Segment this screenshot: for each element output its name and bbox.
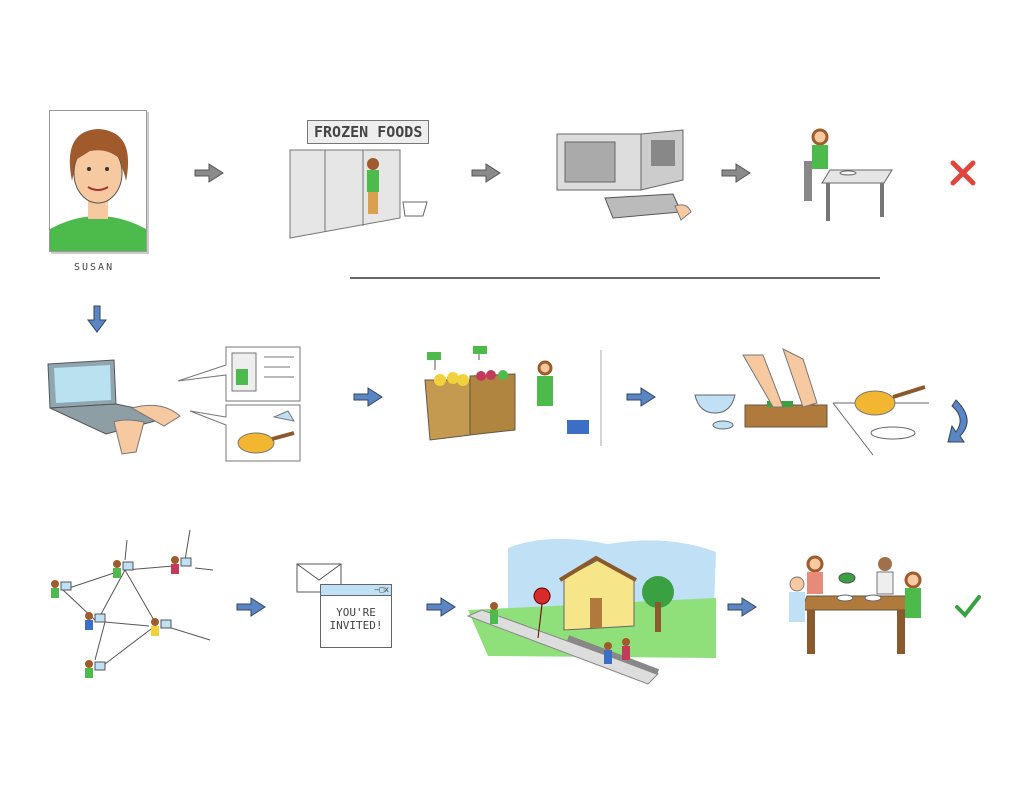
gray-arrow-icon	[471, 163, 501, 183]
social-network-scene	[51, 529, 214, 678]
x-mark-icon	[950, 160, 976, 186]
blue-arrow-icon	[626, 387, 656, 407]
frozen-foods-sign: FROZEN FOODS	[307, 120, 430, 144]
window-controls: –□x	[321, 585, 391, 596]
invite-text-line2: INVITED!	[329, 619, 383, 632]
dinner-party-scene	[789, 555, 922, 654]
susan-illustration	[50, 129, 146, 251]
invite-window: –□x YOU'RE INVITED!	[320, 584, 392, 648]
recipe-search-panels	[177, 346, 301, 462]
check-mark-icon	[955, 595, 981, 619]
network-people	[51, 556, 192, 678]
invitation-scene: –□x YOU'RE INVITED!	[296, 560, 396, 650]
blue-arrow-icon	[236, 597, 266, 617]
microwave-scene	[556, 129, 692, 221]
gray-arrow-icon	[721, 163, 751, 183]
gray-arrow-icon	[194, 163, 224, 183]
blue-arrow-icon	[353, 387, 383, 407]
farmers-market-scene	[424, 346, 602, 446]
susan-portrait	[49, 110, 147, 252]
persona-name: SUSAN	[74, 262, 115, 273]
eating-alone-scene	[804, 128, 893, 221]
invite-text-line1: YOU'RE	[336, 606, 376, 619]
blue-curved-arrow-icon	[947, 399, 968, 443]
frozen-foods-scene: FROZEN FOODS	[285, 118, 435, 239]
laptop-typing-scene	[47, 359, 181, 455]
neighborhood-map-scene	[466, 538, 716, 685]
blue-arrow-icon	[426, 597, 456, 617]
divider	[350, 277, 880, 279]
blue-down-arrow-icon	[87, 305, 107, 333]
cooking-scene	[694, 348, 929, 456]
blue-arrow-icon	[727, 597, 757, 617]
